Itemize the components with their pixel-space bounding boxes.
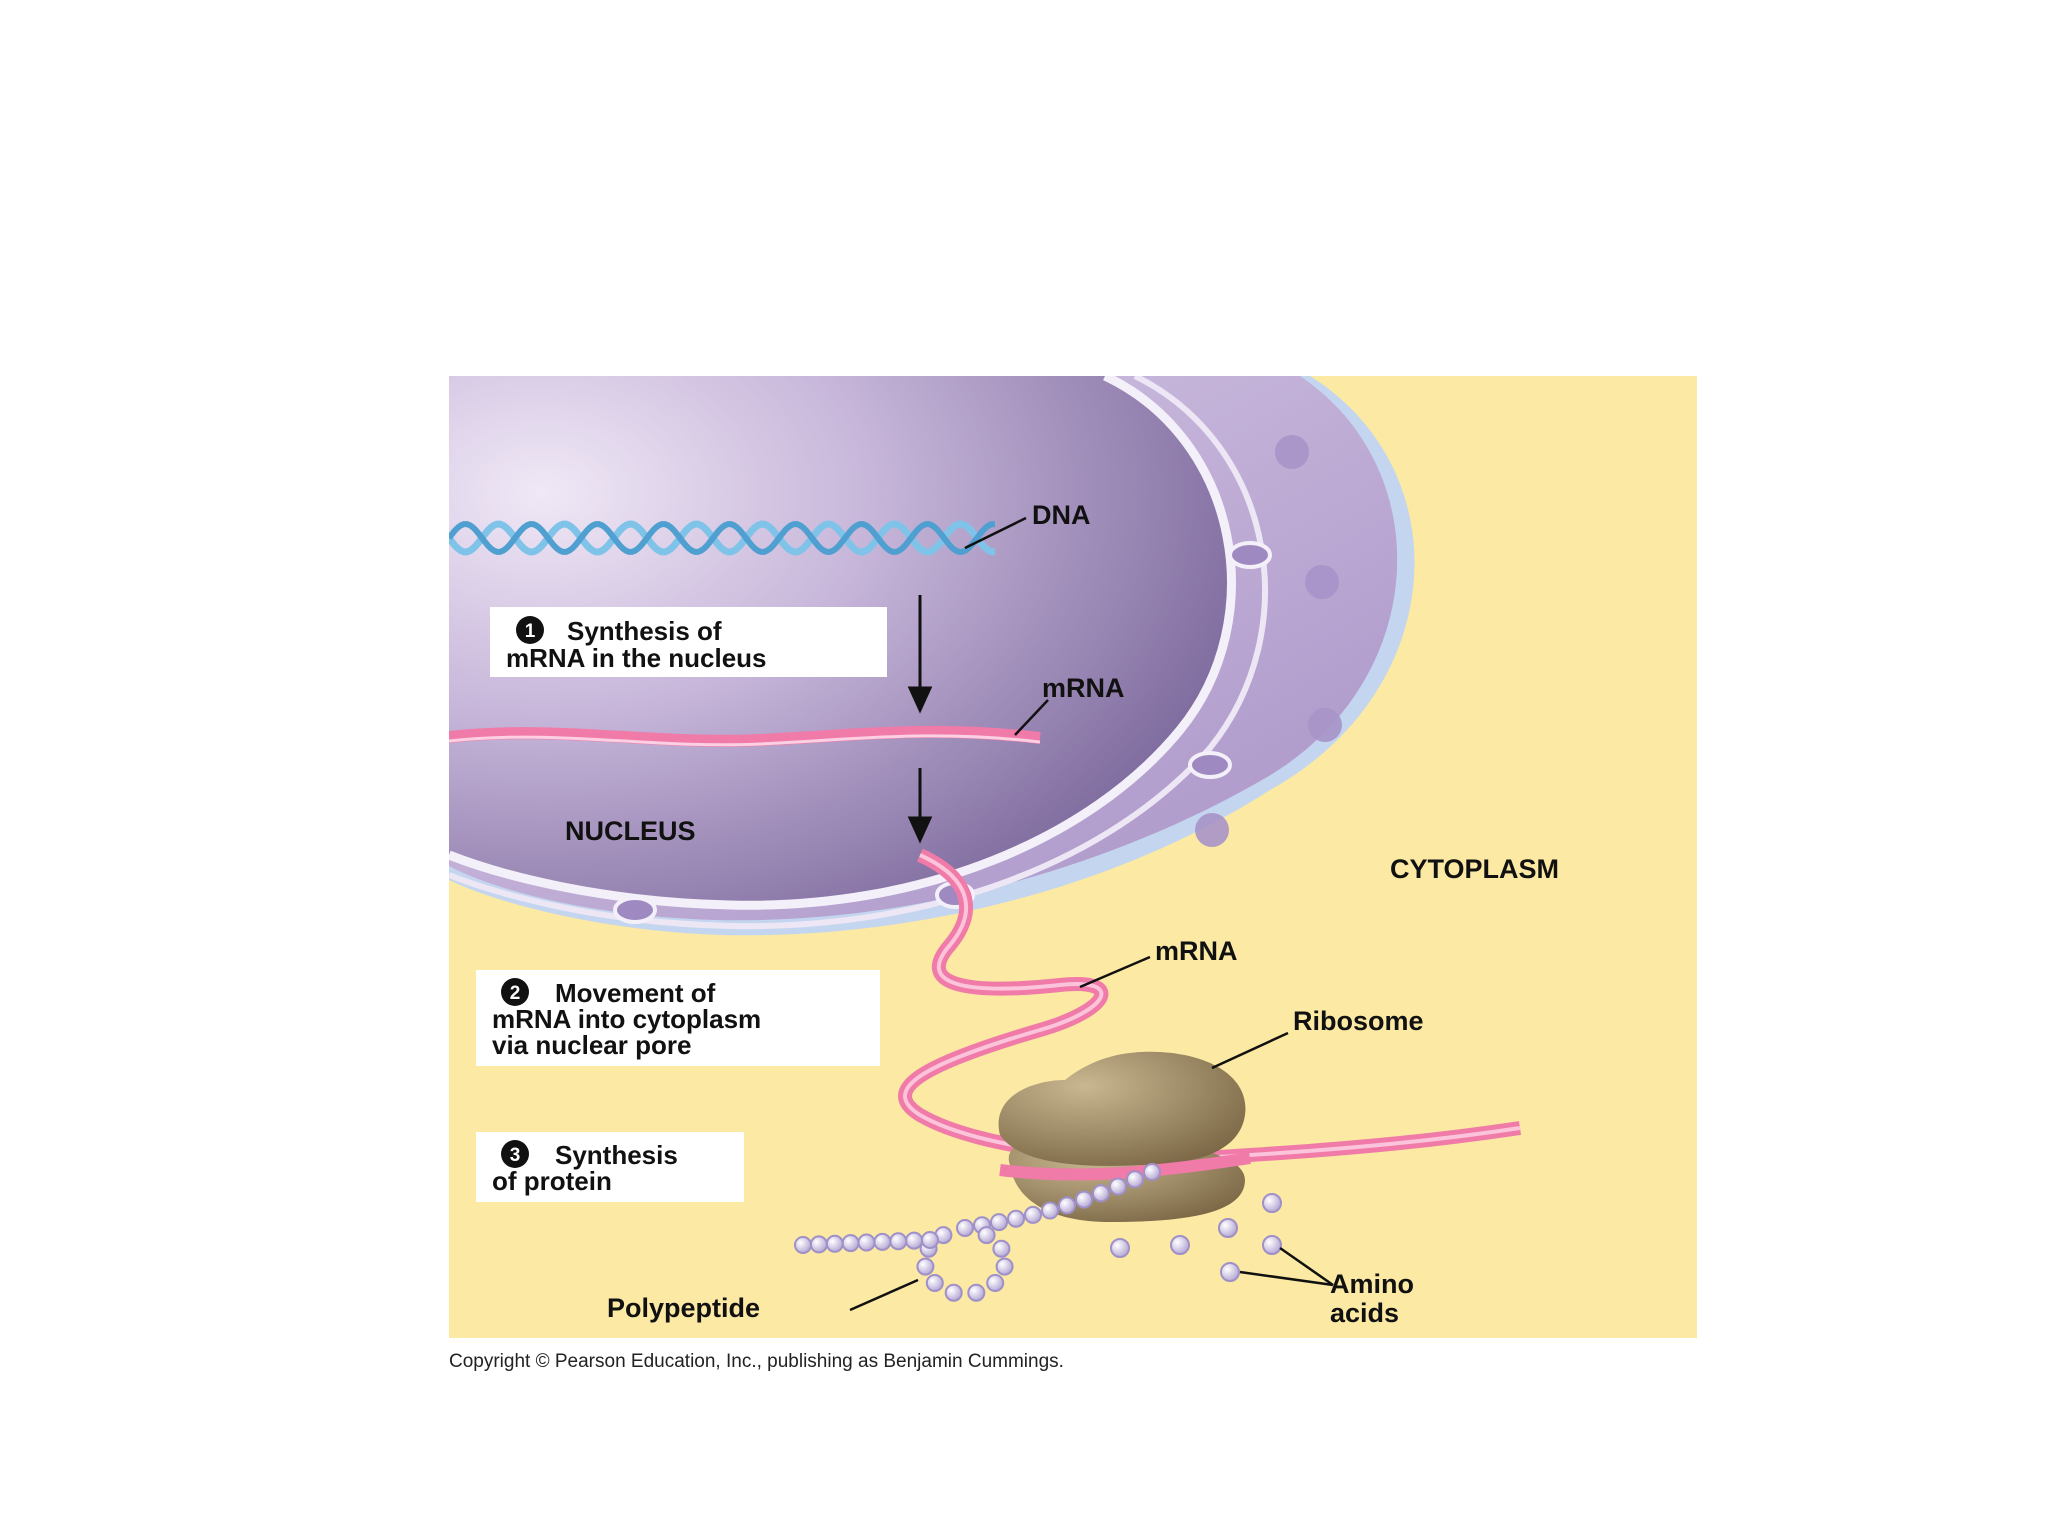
- label-mrna-nucleus: mRNA: [1042, 673, 1125, 703]
- step-1-line-2: mRNA in the nucleus: [506, 643, 767, 673]
- polypeptide-bead: [921, 1231, 939, 1249]
- polypeptide-bead: [1024, 1205, 1042, 1224]
- copyright-notice: Copyright © Pearson Education, Inc., pub…: [449, 1351, 1064, 1372]
- step-box-3: 3 Synthesis of protein: [476, 1132, 744, 1202]
- step-1-line-1: Synthesis of: [567, 616, 722, 646]
- leader-lines: [849, 516, 1334, 1312]
- polypeptide-bead: [1041, 1201, 1059, 1220]
- polypeptide-bead: [925, 1274, 944, 1292]
- label-dna: DNA: [1032, 500, 1091, 530]
- label-mrna-cytoplasm: mRNA: [1155, 936, 1238, 966]
- polypeptide-bead: [905, 1231, 924, 1250]
- membrane-ribosomes: [1195, 435, 1342, 847]
- arrow-mrna-to-pore: [907, 768, 933, 844]
- polypeptide-bead: [1126, 1170, 1144, 1189]
- polypeptide-bead: [967, 1283, 986, 1302]
- step-box-1: 1 Synthesis of mRNA in the nucleus: [490, 607, 887, 677]
- step-2-line-3: via nuclear pore: [492, 1030, 691, 1060]
- step-2-number: 2: [510, 983, 521, 1004]
- polypeptide-bead: [1092, 1184, 1110, 1203]
- step-3-number: 3: [510, 1145, 521, 1166]
- label-amino-acids-line-1: Amino: [1330, 1269, 1414, 1299]
- polypeptide-bead: [809, 1235, 828, 1254]
- envelope-outline: [449, 376, 1236, 910]
- polypeptide-bead: [1075, 1190, 1093, 1209]
- label-cytoplasm: CYTOPLASM: [1390, 854, 1559, 884]
- polypeptide-bead: [916, 1257, 935, 1276]
- arrow-dna-to-mrna: [907, 595, 933, 714]
- polypeptide-bead: [825, 1234, 844, 1253]
- dna-helix: [449, 520, 995, 556]
- label-polypeptide: Polypeptide: [607, 1293, 760, 1323]
- polypeptide-bead: [956, 1219, 974, 1237]
- polypeptide-bead: [1143, 1163, 1161, 1181]
- step-1-badge: [516, 616, 544, 644]
- polypeptide-bead: [992, 1239, 1011, 1258]
- polypeptide-bead: [986, 1274, 1005, 1292]
- nuclear-pores: [613, 541, 1272, 924]
- step-2-badge: [501, 978, 529, 1006]
- step-2-line-2: mRNA into cytoplasm: [492, 1004, 761, 1034]
- polypeptide-bead: [977, 1226, 996, 1245]
- free-amino-acids: [1110, 1193, 1282, 1282]
- label-nucleus: NUCLEUS: [565, 816, 696, 846]
- polypeptide-bead: [841, 1234, 860, 1253]
- mrna-strand-nucleus: [449, 725, 1041, 747]
- polypeptide-bead: [857, 1233, 876, 1252]
- step-1-number: 1: [525, 621, 536, 642]
- step-box-2: 2 Movement of mRNA into cytoplasm via nu…: [476, 970, 880, 1066]
- polypeptide-bead: [1007, 1209, 1025, 1228]
- label-ribosome: Ribosome: [1293, 1006, 1424, 1036]
- polypeptide-bead: [889, 1232, 908, 1251]
- polypeptide-bead: [794, 1236, 812, 1254]
- polypeptide-bead: [873, 1232, 892, 1251]
- polypeptide-bead: [1109, 1177, 1127, 1196]
- polypeptide-bead: [944, 1283, 963, 1302]
- polypeptide-bead: [1058, 1196, 1076, 1215]
- step-3-line-1: Synthesis: [555, 1140, 678, 1170]
- envelope-outline-outer: [449, 376, 1268, 930]
- step-3-line-2: of protein: [492, 1166, 612, 1196]
- step-2-line-1: Movement of: [555, 978, 716, 1008]
- polypeptide-bead: [990, 1213, 1008, 1232]
- label-amino-acids-line-2: acids: [1330, 1298, 1399, 1328]
- polypeptide-chain: [794, 1163, 1161, 1302]
- step-3-badge: [501, 1140, 529, 1168]
- polypeptide-bead: [995, 1257, 1014, 1276]
